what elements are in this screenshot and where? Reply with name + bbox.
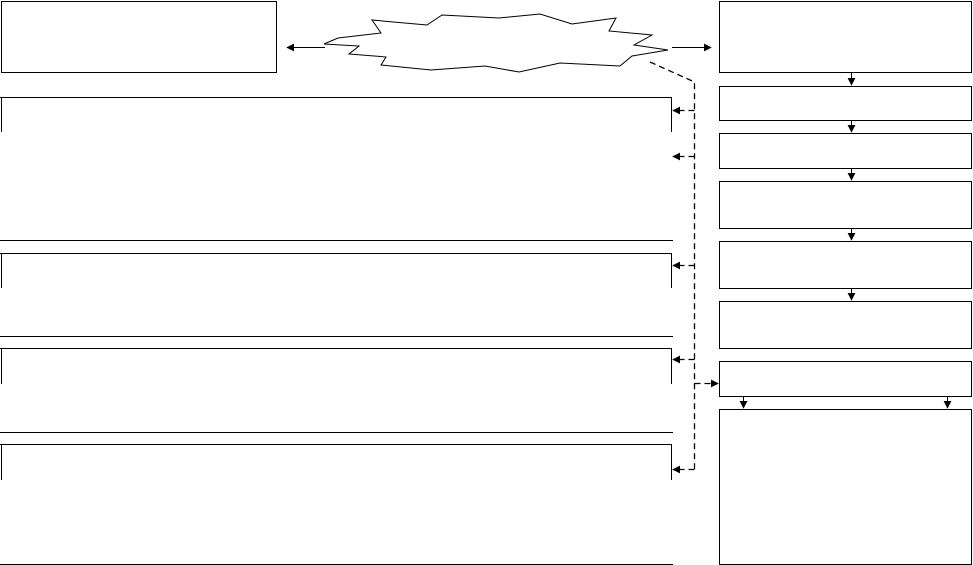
right-box-1: [719, 1, 972, 73]
right-box-4: [719, 181, 972, 229]
right-box-8: [719, 409, 972, 565]
left-panel-2: [0, 253, 673, 337]
central-burst: [323, 13, 669, 73]
dashed-trunk: [649, 61, 696, 469]
left-panel-1: [0, 97, 673, 241]
left-panel-3: [0, 348, 673, 433]
left-panel-4: [0, 444, 673, 565]
right-box-3: [719, 133, 972, 169]
right-box-5: [719, 241, 972, 289]
right-box-6: [719, 301, 972, 349]
right-box-2: [719, 86, 972, 121]
right-box-7: [719, 361, 972, 397]
top-left-box: [1, 1, 277, 73]
